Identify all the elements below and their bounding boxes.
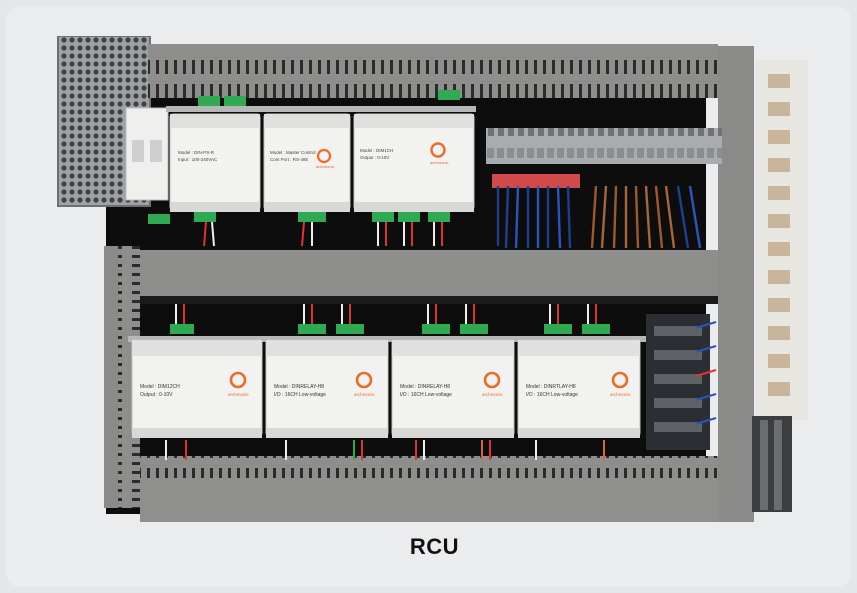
- wires-bottom-modules: [175, 304, 597, 324]
- module-bottom-4: Model : DINRTLAY-H8 I/O : 16CH Low-volta…: [517, 339, 641, 438]
- module-bottom-4-model: Model : DINRTLAY-H8: [526, 384, 576, 390]
- module-top-2-spec: Com Port : RS-485: [270, 157, 309, 162]
- wires-top-modules: [203, 221, 443, 247]
- green-terminals-top: [194, 90, 460, 222]
- module-top-2: Model : Master Control Com Port : RS-485…: [263, 113, 351, 212]
- wires-bottom-lower: [165, 440, 605, 460]
- module-bottom-1: Model : DIM12CH Output : 0-10V archmonic: [131, 339, 263, 438]
- brand-logo-icon: [430, 142, 446, 158]
- module-top-3-spec: Output : 0-10V: [360, 155, 389, 160]
- module-top-2-model: Model : Master Control: [270, 150, 316, 155]
- module-top-3-brand: archmonic: [430, 160, 448, 165]
- relay-block-terminals: [654, 326, 702, 432]
- module-bottom-1-model: Model : DIM12CH: [140, 384, 180, 390]
- module-bottom-3-spec: I/O : 16CH Low-voltage: [400, 392, 452, 398]
- wire-bundle-top: [496, 185, 702, 249]
- relay-block-wires: [695, 320, 717, 426]
- module-top-1: Model : DIN-PS-R Input : 100-240VAC: [169, 113, 261, 212]
- brand-logo-icon: [316, 148, 332, 164]
- caption: RCU: [409, 534, 460, 559]
- wire-duct-middle: [140, 250, 720, 300]
- brand-logo-icon: [355, 371, 373, 389]
- module-top-1-spec: Input : 100-240VAC: [178, 157, 218, 162]
- module-bottom-2-brand: archmonic: [354, 392, 376, 397]
- module-bottom-1-spec: Output : 0-10V: [140, 392, 173, 398]
- module-top-3: Model : DIM1CH Output : 0-10V archmonic: [353, 113, 475, 212]
- module-bottom-3-brand: archmonic: [482, 392, 504, 397]
- terminal-column-slots: [768, 74, 790, 396]
- module-bottom-1-brand: archmonic: [228, 392, 250, 397]
- module-bottom-2-model: Model : DINRELAY-H8: [274, 384, 324, 390]
- module-bottom-3-model: Model : DINRELAY-H8: [400, 384, 450, 390]
- module-bottom-4-brand: archmonic: [610, 392, 632, 397]
- wire-duct-right: [718, 46, 754, 522]
- module-bottom-3: Model : DINRELAY-H8 I/O : 16CH Low-volta…: [391, 339, 515, 438]
- wire-duct-bottom: [140, 476, 720, 522]
- rcu-panel-photo: Model : DIN-PS-R Input : 100-240VAC Mode…: [57, 36, 808, 522]
- module-top-3-model: Model : DIM1CH: [360, 148, 393, 153]
- terminal-block-strip: [486, 128, 722, 164]
- brand-logo-icon: [611, 371, 629, 389]
- image-frame: Model : DIN-PS-R Input : 100-240VAC Mode…: [6, 6, 851, 587]
- green-terminals-bottom: [148, 214, 610, 334]
- module-bottom-2-spec: I/O : 16CH Low-voltage: [274, 392, 326, 398]
- brand-logo-icon: [483, 371, 501, 389]
- module-bottom-2: Model : DINRELAY-H8 I/O : 16CH Low-volta…: [265, 339, 389, 438]
- brand-logo-icon: [229, 371, 247, 389]
- module-top-2-brand: archmonic: [316, 164, 334, 169]
- module-bottom-4-spec: I/O : 16CH Low-voltage: [526, 392, 578, 398]
- module-top-1-model: Model : DIN-PS-R: [178, 150, 215, 155]
